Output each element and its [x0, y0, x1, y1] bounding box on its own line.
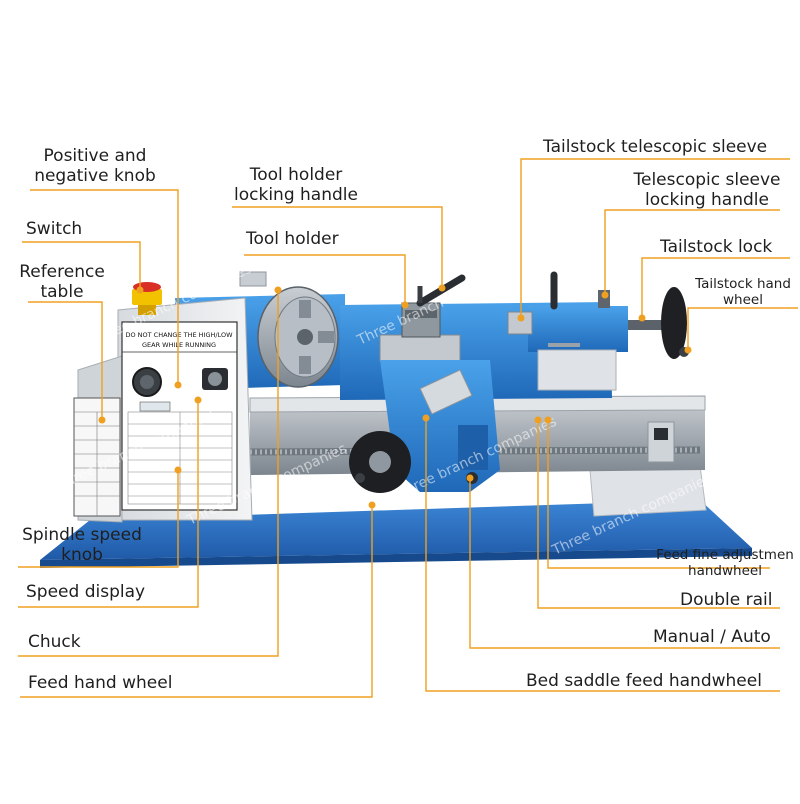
- label-positive-negative-knob: Positive and negative knob: [30, 146, 160, 186]
- leader-bed-saddle-feed-handwheel: [425, 418, 780, 692]
- dot-bed-saddle-feed-handwheel: [422, 414, 430, 422]
- leader-switch: [22, 241, 141, 290]
- leader-double-rail: [537, 420, 780, 609]
- label-spindle-speed-knob: Spindle speed knob: [12, 525, 152, 565]
- dot-reference-table: [98, 416, 106, 424]
- panel-warning-line-1: DO NOT CHANGE THE HIGH/LOW: [125, 331, 233, 339]
- label-tool-holder: Tool holder: [246, 229, 339, 249]
- dot-positive-negative-knob: [174, 381, 182, 389]
- handwheel-grip: [355, 473, 365, 483]
- manual-auto-lever-block: [458, 425, 488, 470]
- leader-positive-negative-knob: [30, 189, 179, 385]
- label-manual-auto: Manual / Auto: [653, 627, 771, 647]
- dot-tailstock-telescopic-sleeve: [517, 314, 525, 322]
- dot-tailstock-hand-wheel: [684, 346, 692, 354]
- leader-feed-hand-wheel: [20, 505, 373, 698]
- dot-speed-display: [194, 396, 202, 404]
- leader-dots: [98, 284, 692, 509]
- label-feed-hand-wheel: Feed hand wheel: [28, 673, 173, 693]
- chuck-center: [297, 329, 313, 345]
- label-tailstock-hand-wheel: Tailstock hand wheel: [686, 276, 800, 308]
- chuck-jaw-bottom: [299, 356, 311, 374]
- label-switch: Switch: [26, 219, 83, 239]
- label-tailstock-lock: Tailstock lock: [660, 237, 773, 257]
- label-line: Feed fine adjustmen: [656, 547, 794, 563]
- label-tailstock-telescopic-sleeve: Tailstock telescopic sleeve: [543, 137, 768, 157]
- base-plate: [40, 500, 752, 560]
- leader-tool-holder: [244, 254, 406, 305]
- feed-fine-adjustment-block: [647, 421, 675, 463]
- label-speed-display: Speed display: [26, 582, 146, 602]
- leader-speed-display: [18, 400, 199, 608]
- label-line: Telescopic sleeve: [633, 170, 781, 190]
- dot-spindle-speed-knob: [174, 466, 182, 474]
- dot-switch: [136, 286, 144, 294]
- dot-tool-holder: [401, 301, 409, 309]
- label-line: table: [40, 282, 84, 302]
- label-line: locking handle: [234, 185, 358, 205]
- leader-reference-table: [28, 301, 103, 420]
- speed-display: [139, 401, 171, 412]
- label-line: knob: [61, 545, 103, 565]
- label-chuck: Chuck: [28, 632, 81, 652]
- chuck-jaw-top: [299, 300, 311, 318]
- dot-feed-fine-adjustment: [544, 416, 552, 424]
- leader-manual-auto: [469, 478, 780, 649]
- label-bed-saddle-feed-handwheel: Bed saddle feed handwheel: [526, 671, 762, 691]
- dot-tailstock-lock: [638, 314, 646, 322]
- chuck-guard: [239, 271, 267, 287]
- label-line: Tool holder: [249, 165, 343, 185]
- tailstock-hand-wheel: [661, 287, 687, 359]
- label-double-rail: Double rail: [680, 590, 773, 610]
- leader-chuck: [18, 290, 279, 657]
- label-line: wheel: [723, 292, 763, 308]
- leader-telescopic-sleeve-locking-handle: [604, 209, 780, 295]
- label-line: Tailstock hand: [695, 276, 791, 292]
- leader-tailstock-lock: [641, 257, 790, 318]
- dot-tool-holder-locking-handle: [438, 284, 446, 292]
- label-line: negative knob: [34, 166, 156, 186]
- leader-feed-fine-adjustment: [547, 420, 770, 569]
- dot-chuck: [274, 286, 282, 294]
- switch-base: [138, 305, 156, 315]
- dot-telescopic-sleeve-locking-handle: [601, 291, 609, 299]
- leader-tool-holder-locking-handle: [232, 206, 443, 288]
- tool-holder-screw-bank: [405, 310, 437, 318]
- reference-table-grid: [74, 411, 120, 516]
- label-feed-fine-adjustment-handwheel: Feed fine adjustmen handwheel: [650, 547, 800, 579]
- leader-tailstock-telescopic-sleeve: [520, 158, 790, 318]
- chuck-jaw-side: [318, 331, 334, 343]
- dot-manual-auto: [466, 474, 474, 482]
- tailstock-telescopic-sleeve: [507, 311, 533, 335]
- feed-fine-adjustment-handwheel: [654, 428, 668, 440]
- label-telescopic-sleeve-locking-handle: Telescopic sleeve locking handle: [622, 170, 792, 210]
- tool-holder: [401, 302, 441, 338]
- leader-spindle-speed-knob: [18, 470, 179, 568]
- label-line: handwheel: [688, 563, 762, 579]
- label-line: Spindle speed: [22, 525, 142, 545]
- compound-slide: [419, 369, 473, 415]
- dot-double-rail: [534, 416, 542, 424]
- handwheel-hub: [369, 451, 391, 473]
- label-tool-holder-locking-handle: Tool holder locking handle: [226, 165, 366, 205]
- control-panel: [121, 321, 238, 511]
- base-plate-edge: [40, 548, 752, 568]
- label-line: locking handle: [645, 190, 769, 210]
- dot-feed-hand-wheel: [368, 501, 376, 509]
- leader-lines: [18, 158, 798, 698]
- label-line: Reference: [19, 262, 105, 282]
- label-reference-table: Reference table: [12, 262, 112, 302]
- speed-chart-grid: [127, 411, 233, 505]
- leader-tailstock-hand-wheel: [687, 307, 798, 350]
- label-line: Positive and: [43, 146, 147, 166]
- positive-negative-knob-dial: [208, 372, 222, 386]
- tailstock-base: [537, 349, 617, 391]
- cross-slide: [379, 334, 461, 362]
- spindle-speed-knob-cap: [140, 375, 154, 389]
- panel-warning-line-2: GEAR WHILE RUNNING: [142, 341, 216, 349]
